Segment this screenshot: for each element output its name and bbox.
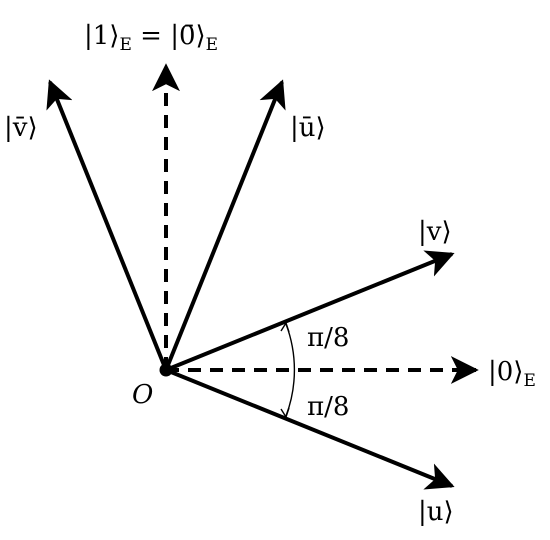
vector-u-bar-arrow (164, 79, 286, 371)
label-u: |u⟩ (418, 497, 454, 527)
label-v: |v⟩ (418, 217, 452, 247)
label-v-bar: |v̄⟩ (4, 113, 38, 143)
angle-arc-tip-top (280, 321, 290, 333)
angle-lower-label: π/8 (307, 392, 349, 422)
angle-upper-label: π/8 (307, 323, 349, 353)
label-one-E: |1⟩E = |0̄⟩E (84, 21, 218, 55)
vector-v-arrow (165, 250, 455, 372)
angle-arc-tip-bottom (280, 407, 290, 419)
label-u-bar: |ū⟩ (290, 113, 326, 143)
origin-label: O (132, 380, 153, 410)
vector-v-bar-arrow (46, 79, 168, 371)
angle-arc (285, 323, 296, 417)
label-zero-E: |0⟩E (488, 357, 536, 391)
vector-u-arrow (165, 368, 455, 490)
origin-point (159, 363, 173, 377)
